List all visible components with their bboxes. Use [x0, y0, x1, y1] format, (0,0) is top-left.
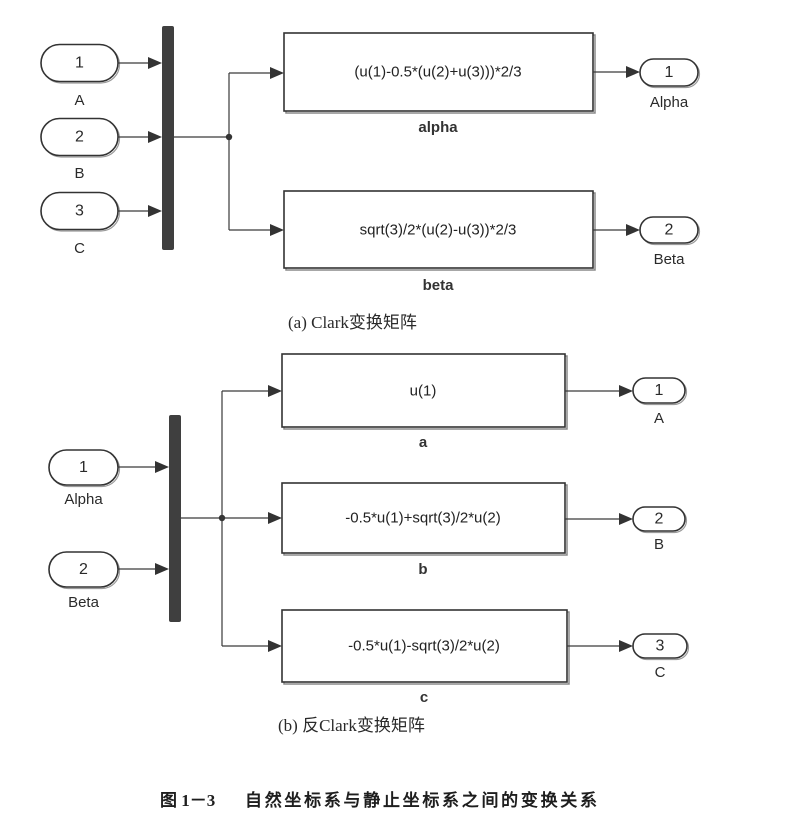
fcn-expression: (u(1)-0.5*(u(2)+u(3)))*2/3 [354, 64, 521, 81]
fcn-block-shape [281, 609, 568, 683]
inport-block[interactable]: 1 A [40, 43, 121, 110]
arrowhead-icon [148, 57, 162, 69]
arrowhead-icon [270, 224, 284, 236]
fcn-block-name: b [418, 561, 427, 578]
fcn-block-c[interactable]: -0.5*u(1)-sqrt(3)/2*u(2) c [281, 609, 570, 706]
arrowhead-icon [626, 66, 640, 78]
mux-block[interactable] [162, 26, 174, 250]
outport-shape [639, 216, 699, 244]
arrowhead-icon [268, 512, 282, 524]
outport-number: 3 [656, 638, 665, 655]
fcn-block-name: alpha [418, 119, 458, 136]
inport-block[interactable]: 2 Beta [48, 551, 121, 611]
inport-block[interactable]: 1 Alpha [48, 449, 121, 508]
inport-block[interactable]: 2 B [40, 117, 121, 183]
outport-number: 1 [655, 382, 664, 399]
arrowhead-icon [148, 205, 162, 217]
outport-block[interactable]: 1 Alpha [639, 58, 701, 111]
outport-label: B [654, 536, 664, 553]
fcn-block-beta[interactable]: sqrt(3)/2*(u(2)-u(3))*2/3 beta [283, 190, 596, 294]
figure-caption: 图 1－3 自然坐标系与静止坐标系之间的变换关系 [160, 790, 597, 810]
arrowhead-icon [619, 385, 633, 397]
inport-number: 1 [75, 55, 84, 72]
inport-number: 2 [79, 561, 88, 578]
inport-number: 3 [75, 203, 84, 220]
fcn-block-shape [281, 353, 566, 428]
outport-block[interactable]: 2 B [632, 506, 688, 553]
inport-label: Beta [68, 594, 100, 611]
inport-label: B [74, 165, 84, 182]
inport-label: A [74, 92, 84, 109]
outport-block[interactable]: 2 Beta [639, 216, 701, 268]
outport-number: 1 [665, 64, 674, 81]
figure-title: 自然坐标系与静止坐标系之间的变换关系 [245, 790, 597, 810]
inport-number: 1 [79, 459, 88, 476]
inport-label: Alpha [64, 491, 103, 508]
arrowhead-icon [626, 224, 640, 236]
fcn-block-shape [283, 190, 594, 269]
arrowhead-icon [268, 640, 282, 652]
inport-block[interactable]: 3 C [40, 191, 121, 258]
outport-number: 2 [665, 222, 674, 239]
fcn-block-a[interactable]: u(1) a [281, 353, 568, 451]
arrowhead-icon [619, 513, 633, 525]
outport-label: Alpha [650, 94, 689, 111]
fcn-block-b[interactable]: -0.5*u(1)+sqrt(3)/2*u(2) b [281, 482, 568, 578]
outport-number: 2 [655, 511, 664, 528]
outport-shape [632, 633, 688, 659]
mux-block[interactable] [169, 415, 181, 622]
fcn-expression: u(1) [410, 383, 437, 400]
outport-label: Beta [654, 251, 686, 268]
panel-b-inverse-clark-transform: 1 Alpha 2 Beta u(1) a [48, 353, 690, 735]
outport-block[interactable]: 3 C [632, 633, 690, 681]
arrowhead-icon [155, 461, 169, 473]
inport-number: 2 [75, 129, 84, 146]
fcn-block-name: c [420, 689, 428, 706]
fcn-expression: -0.5*u(1)+sqrt(3)/2*u(2) [345, 510, 500, 527]
fcn-expression: sqrt(3)/2*(u(2)-u(3))*2/3 [360, 222, 517, 239]
fcn-block-name: beta [423, 277, 455, 294]
outport-shape [632, 377, 686, 404]
panel-b-caption: (b) 反Clark变换矩阵 [278, 716, 425, 735]
fcn-block-alpha[interactable]: (u(1)-0.5*(u(2)+u(3)))*2/3 alpha [283, 32, 596, 136]
outport-label: C [655, 664, 666, 681]
figure-number: 图 1－3 [160, 791, 215, 810]
outport-shape [639, 58, 699, 87]
fcn-block-shape [283, 32, 594, 112]
fcn-block-name: a [419, 434, 428, 451]
arrowhead-icon [155, 563, 169, 575]
arrowhead-icon [619, 640, 633, 652]
outport-block[interactable]: 1 A [632, 377, 688, 427]
fcn-block-shape [281, 482, 566, 554]
fcn-expression: -0.5*u(1)-sqrt(3)/2*u(2) [348, 638, 500, 655]
panel-a-clark-transform: 1 A 2 B 3 C [40, 26, 701, 332]
arrowhead-icon [270, 67, 284, 79]
panel-a-caption: (a) Clark变换矩阵 [288, 313, 417, 332]
outport-shape [632, 506, 686, 532]
inport-label: C [74, 240, 85, 257]
arrowhead-icon [148, 131, 162, 143]
arrowhead-icon [268, 385, 282, 397]
outport-label: A [654, 410, 664, 427]
